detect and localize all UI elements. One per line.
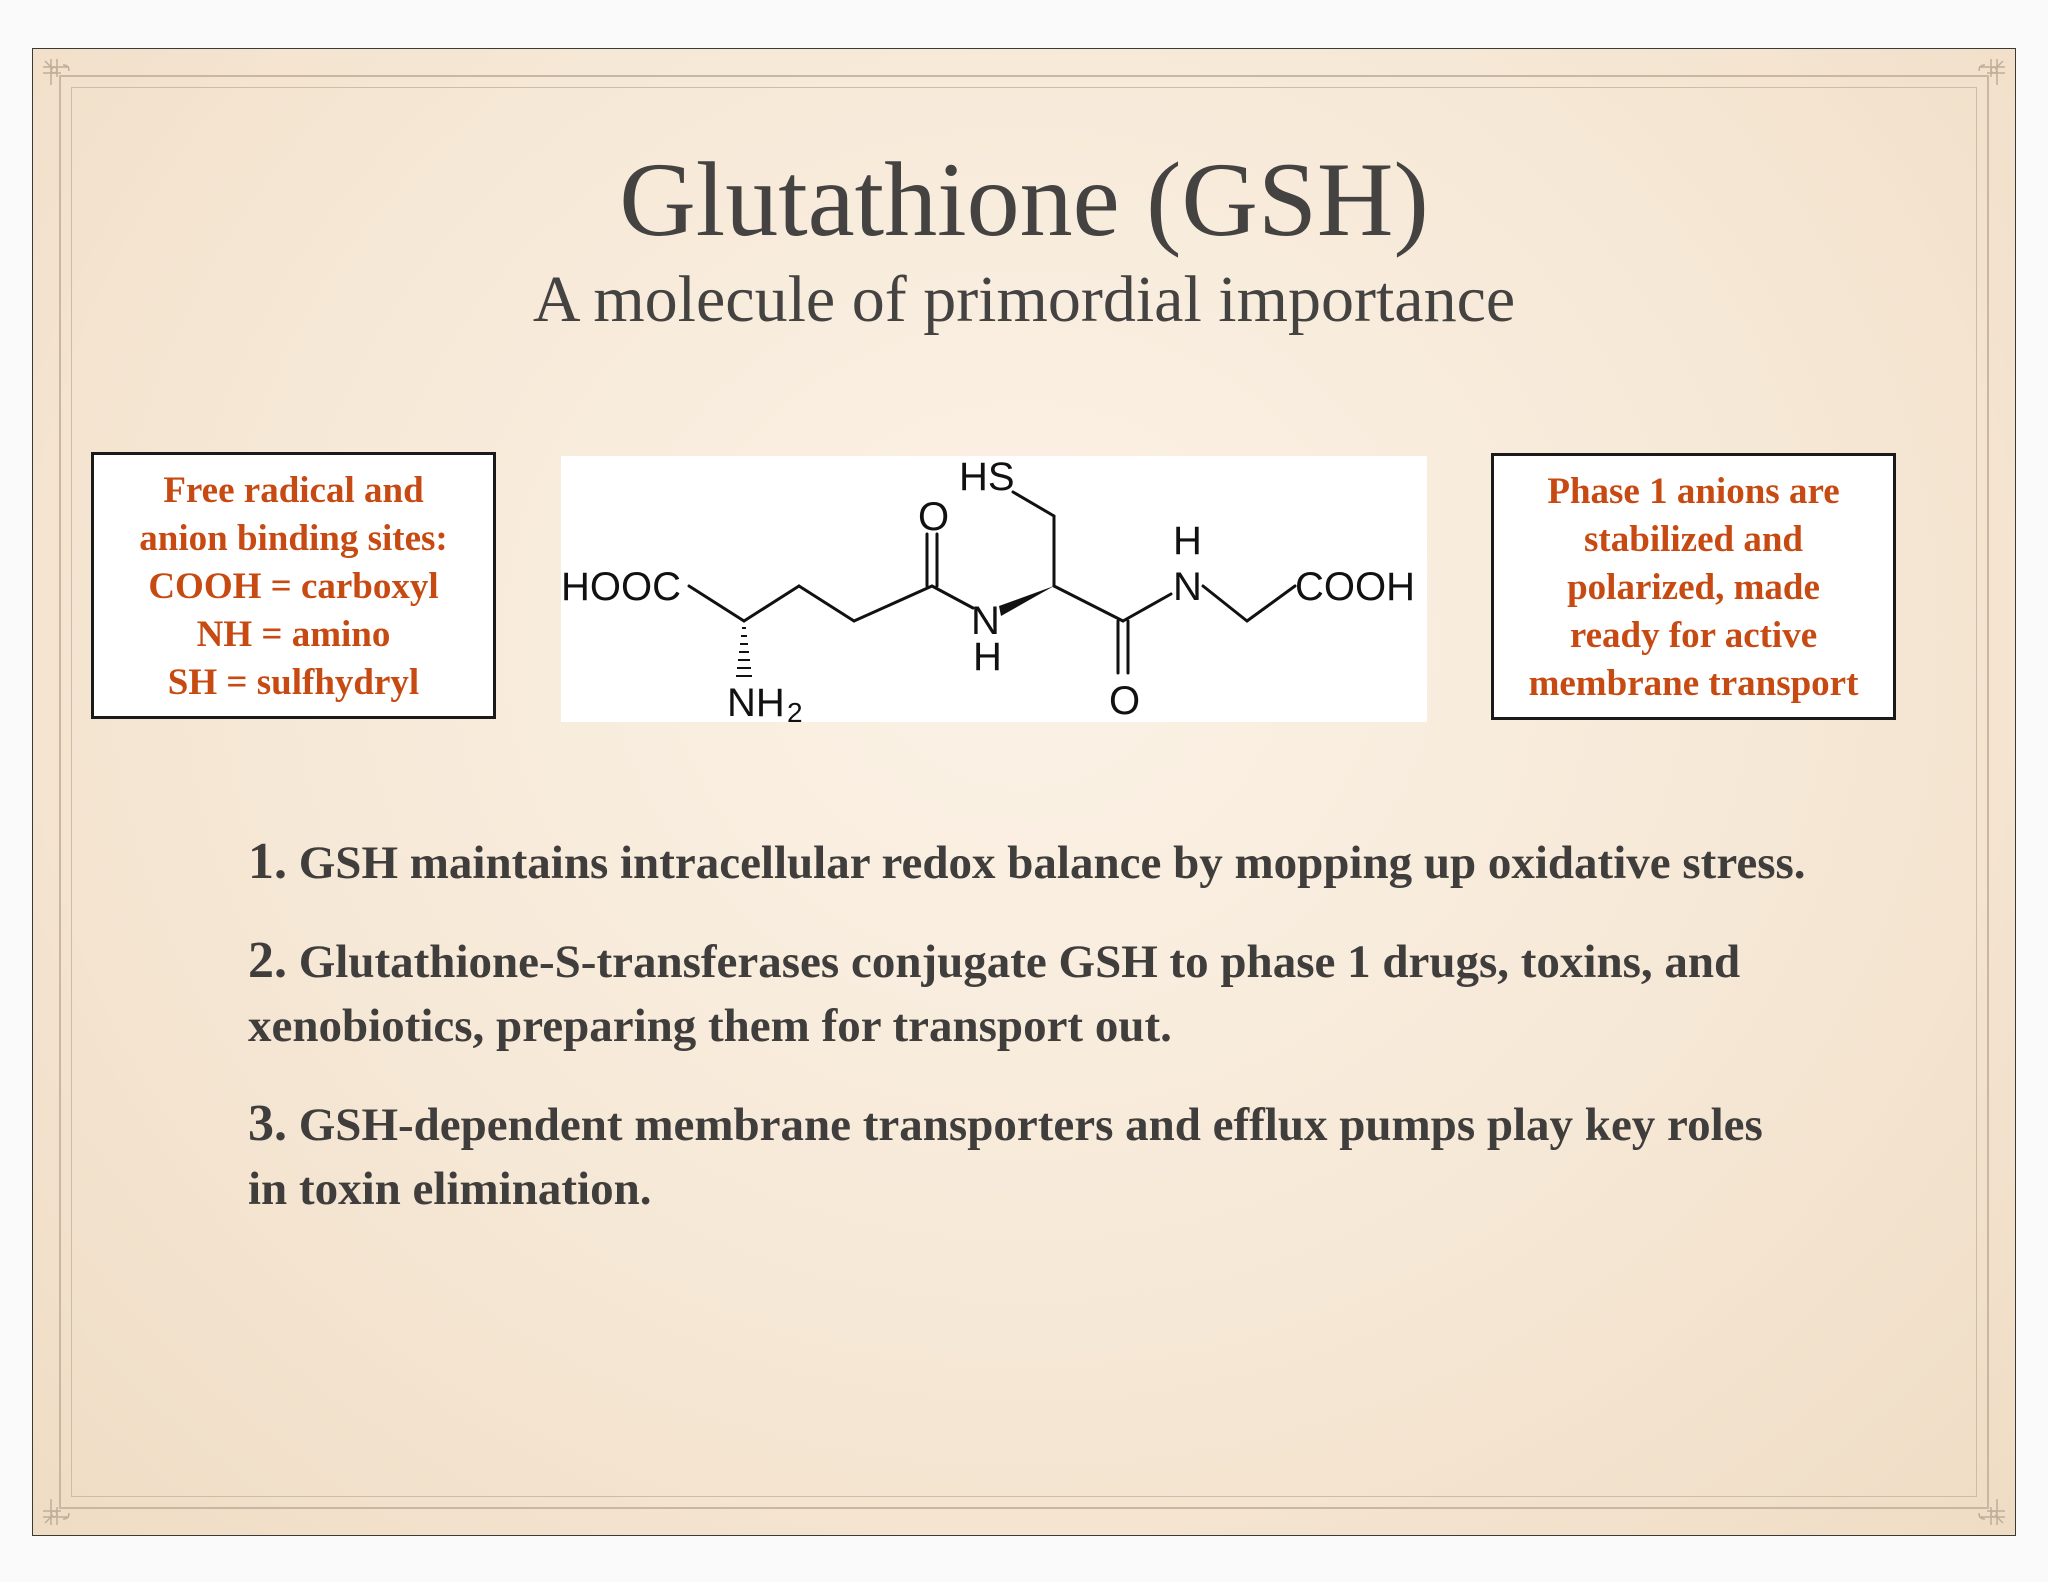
point-text: Glutathione-S-transferases conjugate GSH… xyxy=(248,936,1741,1052)
molecule-bonds xyxy=(687,490,1297,675)
callout-line: membrane transport xyxy=(1528,663,1859,704)
binding-sites-callout: Free radical and anion binding sites: CO… xyxy=(91,452,496,719)
glutathione-structure-diagram: HOOC NH 2 O N H HS O H N COOH xyxy=(561,456,1427,722)
list-item: 1. GSH maintains intracellular redox bal… xyxy=(248,830,1808,895)
hs-label: HS xyxy=(959,456,1015,499)
callout-line: Phase 1 anions are xyxy=(1547,471,1840,512)
callout-line: polarized, made xyxy=(1567,567,1820,608)
point-number: 2. xyxy=(248,932,287,989)
decorative-frame-outer xyxy=(59,75,1989,1509)
hydrogen-left-label: H xyxy=(973,635,1002,679)
oxygen-bottom-label: O xyxy=(1109,679,1140,722)
hashed-bond xyxy=(736,627,752,677)
callout-line: stabilized and xyxy=(1584,519,1803,560)
callout-line: Free radical and xyxy=(163,470,424,511)
point-text: GSH-dependent membrane transporters and … xyxy=(248,1099,1763,1215)
nitrogen-right-label: N xyxy=(1173,565,1202,609)
corner-ornament-icon xyxy=(1978,1499,2005,1525)
point-number: 3. xyxy=(248,1095,287,1152)
oxygen-top-label: O xyxy=(918,495,949,539)
corner-ornament-icon xyxy=(43,59,70,85)
corner-ornament-icon xyxy=(1978,59,2005,85)
list-item: 2. Glutathione-S-transferases conjugate … xyxy=(248,929,1808,1058)
callout-line: SH = sulfhydryl xyxy=(167,662,420,703)
point-number: 1. xyxy=(248,833,287,890)
point-text: GSH maintains intracellular redox balanc… xyxy=(287,837,1806,889)
callout-line: NH = amino xyxy=(196,614,391,655)
slide-title: Glutathione (GSH) xyxy=(619,141,1429,258)
key-points-list: 1. GSH maintains intracellular redox bal… xyxy=(248,830,1808,1255)
nh2-subscript: 2 xyxy=(787,697,803,722)
slide xyxy=(32,48,2016,1536)
nitrogen-left-label: N xyxy=(971,599,1000,643)
callout-line: COOH = carboxyl xyxy=(148,566,439,607)
decorative-frame-inner xyxy=(71,87,1977,1497)
wedge-bond xyxy=(999,586,1054,616)
cooh-label: COOH xyxy=(1295,565,1415,609)
slide-subtitle: A molecule of primordial importance xyxy=(532,263,1516,336)
callout-line: ready for active xyxy=(1569,615,1818,656)
phase1-anions-callout: Phase 1 anions are stabilized and polari… xyxy=(1491,453,1896,720)
nh2-label: NH xyxy=(727,681,785,722)
hydrogen-right-label: H xyxy=(1173,519,1202,563)
corner-ornament-icon xyxy=(43,1499,70,1525)
list-item: 3. GSH-dependent membrane transporters a… xyxy=(248,1092,1808,1221)
hooc-label: HOOC xyxy=(561,565,681,609)
molecule-svg: HOOC NH 2 O N H HS O H N COOH xyxy=(561,456,1415,722)
callout-line: anion binding sites: xyxy=(139,518,448,559)
